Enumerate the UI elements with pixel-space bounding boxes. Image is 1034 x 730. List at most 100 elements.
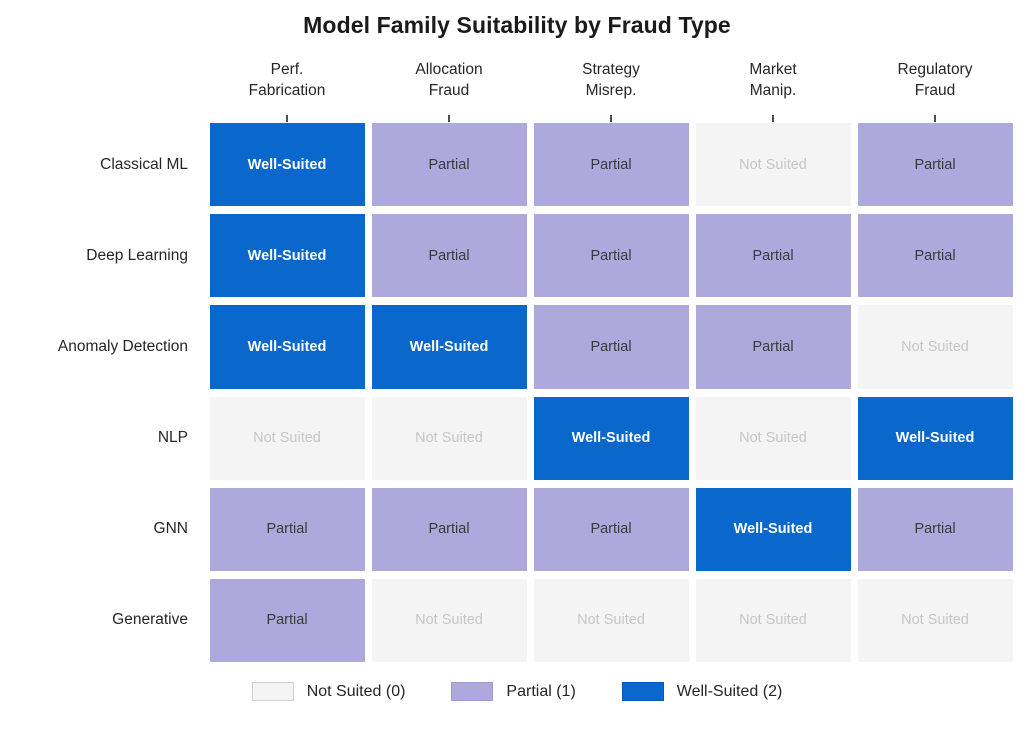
chart-title: Model Family Suitability by Fraud Type (303, 12, 731, 38)
legend-item[interactable]: Not Suited (0) (251, 682, 406, 701)
row-label: NLP (157, 429, 188, 447)
legend-swatch (621, 682, 664, 701)
column-header-line: Perf. (270, 61, 304, 78)
heatmap-cell-slot: Not Suited (206, 393, 368, 484)
heatmap-cell[interactable]: Partial (695, 305, 851, 389)
heatmap-cell-slot: Not Suited (692, 119, 854, 210)
legend-label: Not Suited (0) (306, 682, 406, 700)
legend-swatch (451, 682, 494, 701)
legend-label: Well-Suited (2) (676, 682, 783, 700)
heatmap-cell[interactable]: Not Suited (371, 396, 527, 480)
column-header-line: Fraud (914, 82, 956, 99)
heatmap-cell-slot: Well-Suited (206, 301, 368, 392)
heatmap-cell-slot: Not Suited (854, 575, 1016, 666)
column-header-line: Market (749, 61, 797, 78)
heatmap-cell-slot: Well-Suited (692, 484, 854, 575)
row-label: Generative (112, 611, 188, 629)
heatmap-cell[interactable]: Not Suited (209, 396, 365, 480)
heatmap-cell[interactable]: Partial (857, 487, 1013, 571)
axis-tick-mark (934, 115, 936, 122)
heatmap-cell-slot: Partial (530, 210, 692, 301)
legend-swatch (251, 682, 294, 701)
heatmap-cell-slot: Well-Suited (530, 393, 692, 484)
row-label: GNN (153, 520, 188, 538)
heatmap-cell[interactable]: Partial (857, 123, 1013, 207)
column-header-line: Fabrication (248, 82, 326, 99)
legend-item[interactable]: Partial (1) (451, 682, 576, 701)
heatmap-cell-slot: Partial (692, 301, 854, 392)
heatmap-cell[interactable]: Partial (533, 487, 689, 571)
heatmap-cell[interactable]: Not Suited (695, 578, 851, 663)
heatmap-cell-slot: Not Suited (692, 393, 854, 484)
heatmap-cell-slot: Well-Suited (206, 119, 368, 210)
heatmap-cell-slot: Partial (530, 484, 692, 575)
heatmap-cell-slot: Partial (530, 301, 692, 392)
heatmap-cell-slot: Partial (854, 484, 1016, 575)
heatmap-cell-slot: Not Suited (854, 301, 1016, 392)
heatmap-cell[interactable]: Well-Suited (371, 305, 527, 389)
heatmap-cell[interactable]: Partial (533, 214, 689, 298)
heatmap-cell-slot: Partial (206, 575, 368, 666)
heatmap-cell[interactable]: Not Suited (857, 578, 1013, 663)
heatmap-cell[interactable]: Partial (371, 123, 527, 207)
legend-label: Partial (1) (506, 682, 576, 700)
column-header-line: Manip. (749, 82, 797, 99)
heatmap-cell[interactable]: Not Suited (695, 396, 851, 480)
heatmap-cell-slot: Partial (854, 210, 1016, 301)
legend-item[interactable]: Well-Suited (2) (621, 682, 783, 701)
heatmap-cell[interactable]: Partial (209, 487, 365, 571)
column-header-line: Strategy (582, 61, 640, 78)
heatmap-cell[interactable]: Not Suited (695, 123, 851, 207)
heatmap-cell-slot: Partial (368, 210, 530, 301)
column-header-line: Fraud (428, 82, 470, 99)
column-header-line: Allocation (415, 61, 483, 78)
heatmap-cell[interactable]: Partial (695, 214, 851, 298)
heatmap-cell[interactable]: Partial (371, 214, 527, 298)
column-header: Perf. Fabrication (206, 59, 368, 122)
chart-legend: Not Suited (0) Partial (1) Well-Suited (2) (0, 682, 1034, 701)
axis-tick-mark (610, 115, 612, 122)
heatmap-cell[interactable]: Well-Suited (857, 396, 1013, 480)
axis-tick-mark (448, 115, 450, 122)
heatmap-cell[interactable]: Not Suited (857, 305, 1013, 389)
heatmap-cell[interactable]: Well-Suited (533, 396, 689, 480)
heatmap-cell-slot: Partial (368, 119, 530, 210)
column-header-line: Regulatory (897, 61, 973, 78)
heatmap-cell-slot: Not Suited (692, 575, 854, 666)
row-label: Classical ML (100, 155, 188, 173)
heatmap-cell-slot: Not Suited (368, 575, 530, 666)
heatmap-cell-slot: Well-Suited (854, 393, 1016, 484)
heatmap-cell-slot: Not Suited (368, 393, 530, 484)
heatmap-cell-slot: Partial (368, 484, 530, 575)
row-label: Deep Learning (86, 246, 188, 264)
heatmap-cell-slot: Well-Suited (368, 301, 530, 392)
heatmap-cell-slot: Partial (692, 210, 854, 301)
heatmap-cell[interactable]: Well-Suited (209, 305, 365, 389)
heatmap-cell[interactable]: Partial (857, 214, 1013, 298)
row-label: Anomaly Detection (57, 337, 188, 355)
column-header-line: Misrep. (585, 82, 637, 99)
heatmap-cell[interactable]: Partial (371, 487, 527, 571)
heatmap-cell[interactable]: Partial (209, 578, 365, 663)
heatmap-cell[interactable]: Partial (533, 123, 689, 207)
heatmap-cell-slot: Partial (206, 484, 368, 575)
heatmap-cell[interactable]: Well-Suited (695, 487, 851, 571)
heatmap-cell[interactable]: Not Suited (533, 578, 689, 663)
heatmap-cell[interactable]: Well-Suited (209, 123, 365, 207)
heatmap-cell[interactable]: Not Suited (371, 578, 527, 663)
heatmap-cell[interactable]: Partial (533, 305, 689, 389)
heatmap-cell-slot: Partial (530, 119, 692, 210)
heatmap-cell[interactable]: Well-Suited (209, 214, 365, 298)
